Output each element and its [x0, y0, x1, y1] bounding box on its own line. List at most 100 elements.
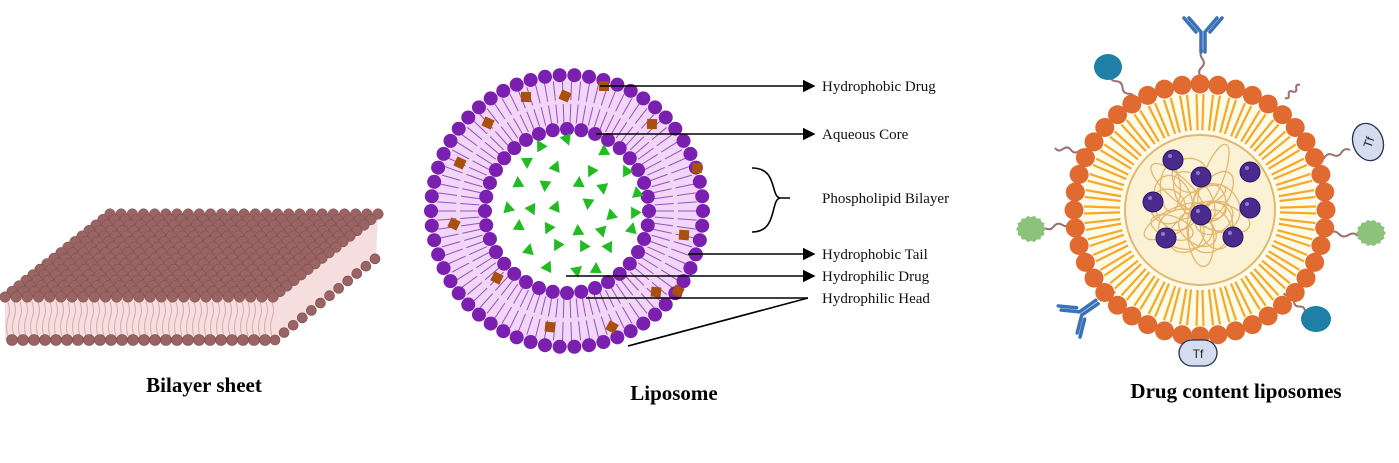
lipid-tail — [1095, 244, 1129, 263]
hydrophilic-head — [471, 307, 486, 322]
lipid-head — [351, 268, 363, 279]
hydrophobic-tail — [654, 222, 674, 227]
lipid-head — [369, 253, 381, 265]
hydrophobic-tail — [578, 321, 582, 341]
lipid-tail — [1169, 97, 1181, 133]
green-ligand — [1016, 215, 1046, 243]
lipid-tail — [1084, 205, 1121, 209]
hydrophilic-drug — [540, 260, 552, 274]
drug-sphere-highlight — [1168, 154, 1172, 158]
lipid-tail — [1244, 275, 1267, 307]
hydrophobic-tail — [555, 298, 559, 318]
liposome-caption: Liposome — [630, 381, 718, 405]
hydrophobic-tail — [484, 267, 500, 281]
lipid-tail — [1103, 143, 1135, 166]
lipid-head — [333, 283, 344, 294]
hydrophilic-head — [497, 151, 512, 166]
hydrophobic-tail — [569, 104, 572, 124]
lipid-head — [144, 291, 156, 303]
lipid-head — [1258, 306, 1278, 326]
hydrophilic-head — [631, 245, 646, 259]
lipid-tail — [120, 301, 124, 337]
lipid-head — [72, 334, 84, 346]
hydrophobic-tail — [526, 316, 534, 335]
lipid-tail — [252, 301, 256, 337]
lipid-tail — [1212, 95, 1222, 132]
drug-sphere — [1239, 197, 1261, 219]
lipid-tail — [1178, 95, 1188, 132]
hydrophilic-drug — [632, 186, 644, 199]
lipid-tail — [1195, 94, 1199, 131]
hydrophobic-drug — [481, 116, 495, 130]
bilayer-sheet — [0, 208, 384, 346]
lipid-head — [1316, 200, 1336, 220]
lipid-head — [1208, 325, 1228, 345]
hydrophobic-tail — [637, 262, 654, 275]
hydrophobic-tail — [460, 203, 480, 206]
hydrophobic-tail — [654, 203, 674, 206]
lipid-tail — [1234, 105, 1253, 139]
lipid-tail — [1223, 285, 1238, 321]
drug-sphere-highlight — [1228, 231, 1232, 235]
lipid-tail — [1279, 211, 1316, 215]
lipid-head — [171, 334, 183, 346]
hydrophobic-tail — [555, 104, 559, 124]
hydrophobic-tail — [469, 246, 487, 255]
hydrophobic-tail — [622, 306, 633, 324]
hydrophilic-head — [567, 339, 582, 354]
lipid-tail — [198, 301, 202, 337]
lipid-tail — [1087, 229, 1123, 241]
lipid-head — [267, 291, 279, 303]
lipid-tail — [1271, 157, 1305, 176]
hydrophobic-drug — [520, 91, 532, 103]
lipid-head — [1285, 283, 1305, 303]
hydrophobic-tail — [628, 302, 641, 320]
lipid-tail — [1185, 289, 1193, 326]
hydrophobic-tail — [517, 313, 526, 332]
lipid-head — [1155, 79, 1175, 99]
hydrophilic-drug — [587, 164, 599, 178]
hydrophilic-head — [424, 189, 439, 204]
hydrophobic-tail — [660, 269, 678, 281]
lipid-tail — [1201, 94, 1205, 131]
hydrophobic-tail — [519, 289, 529, 308]
hydrophobic-tail — [634, 141, 650, 155]
lipid-tail — [1207, 289, 1215, 326]
lipid-head — [28, 334, 40, 346]
lipid-tail — [12, 301, 16, 337]
lipid-head — [160, 334, 172, 346]
hydrophobic-tail — [464, 181, 483, 188]
lipid-head — [1242, 315, 1262, 335]
lipid-tail — [1084, 211, 1121, 215]
lipid-tail — [1084, 217, 1121, 225]
hydrophobic-tail — [647, 167, 665, 176]
hydrophobic-drug — [490, 271, 504, 285]
lipid-head — [99, 291, 112, 303]
lipid-head — [111, 291, 123, 303]
hydrophobic-tail — [644, 251, 662, 262]
hydrophobic-tail — [462, 188, 482, 194]
core-strand — [1172, 170, 1216, 224]
lipid-tail — [1095, 157, 1129, 176]
lipid-tail — [1249, 119, 1275, 149]
drug-sphere — [1222, 226, 1244, 248]
drug-sphere — [1190, 204, 1212, 226]
hydrophobic-tail — [438, 192, 458, 197]
liposome-callouts — [566, 79, 816, 347]
lipid-tail — [1258, 130, 1287, 157]
hydrophilic-head — [622, 256, 637, 271]
lipid-tail — [1240, 110, 1261, 142]
lipid-tail — [66, 301, 70, 337]
lipid-head — [0, 291, 11, 303]
lipid-head — [1084, 268, 1104, 288]
lipid-tail — [1240, 278, 1261, 310]
lipid-tail — [1277, 179, 1313, 191]
lipid-tail — [1261, 259, 1291, 285]
hydrophilic-drug — [512, 176, 525, 188]
drug-sphere-highlight — [1196, 209, 1200, 213]
hydrophobic-tail — [480, 147, 497, 160]
hydrophilic-drug — [596, 183, 609, 195]
hydrophobic-tail — [622, 98, 633, 116]
lipid-head — [94, 334, 106, 346]
hydrophilic-drug — [522, 243, 534, 256]
